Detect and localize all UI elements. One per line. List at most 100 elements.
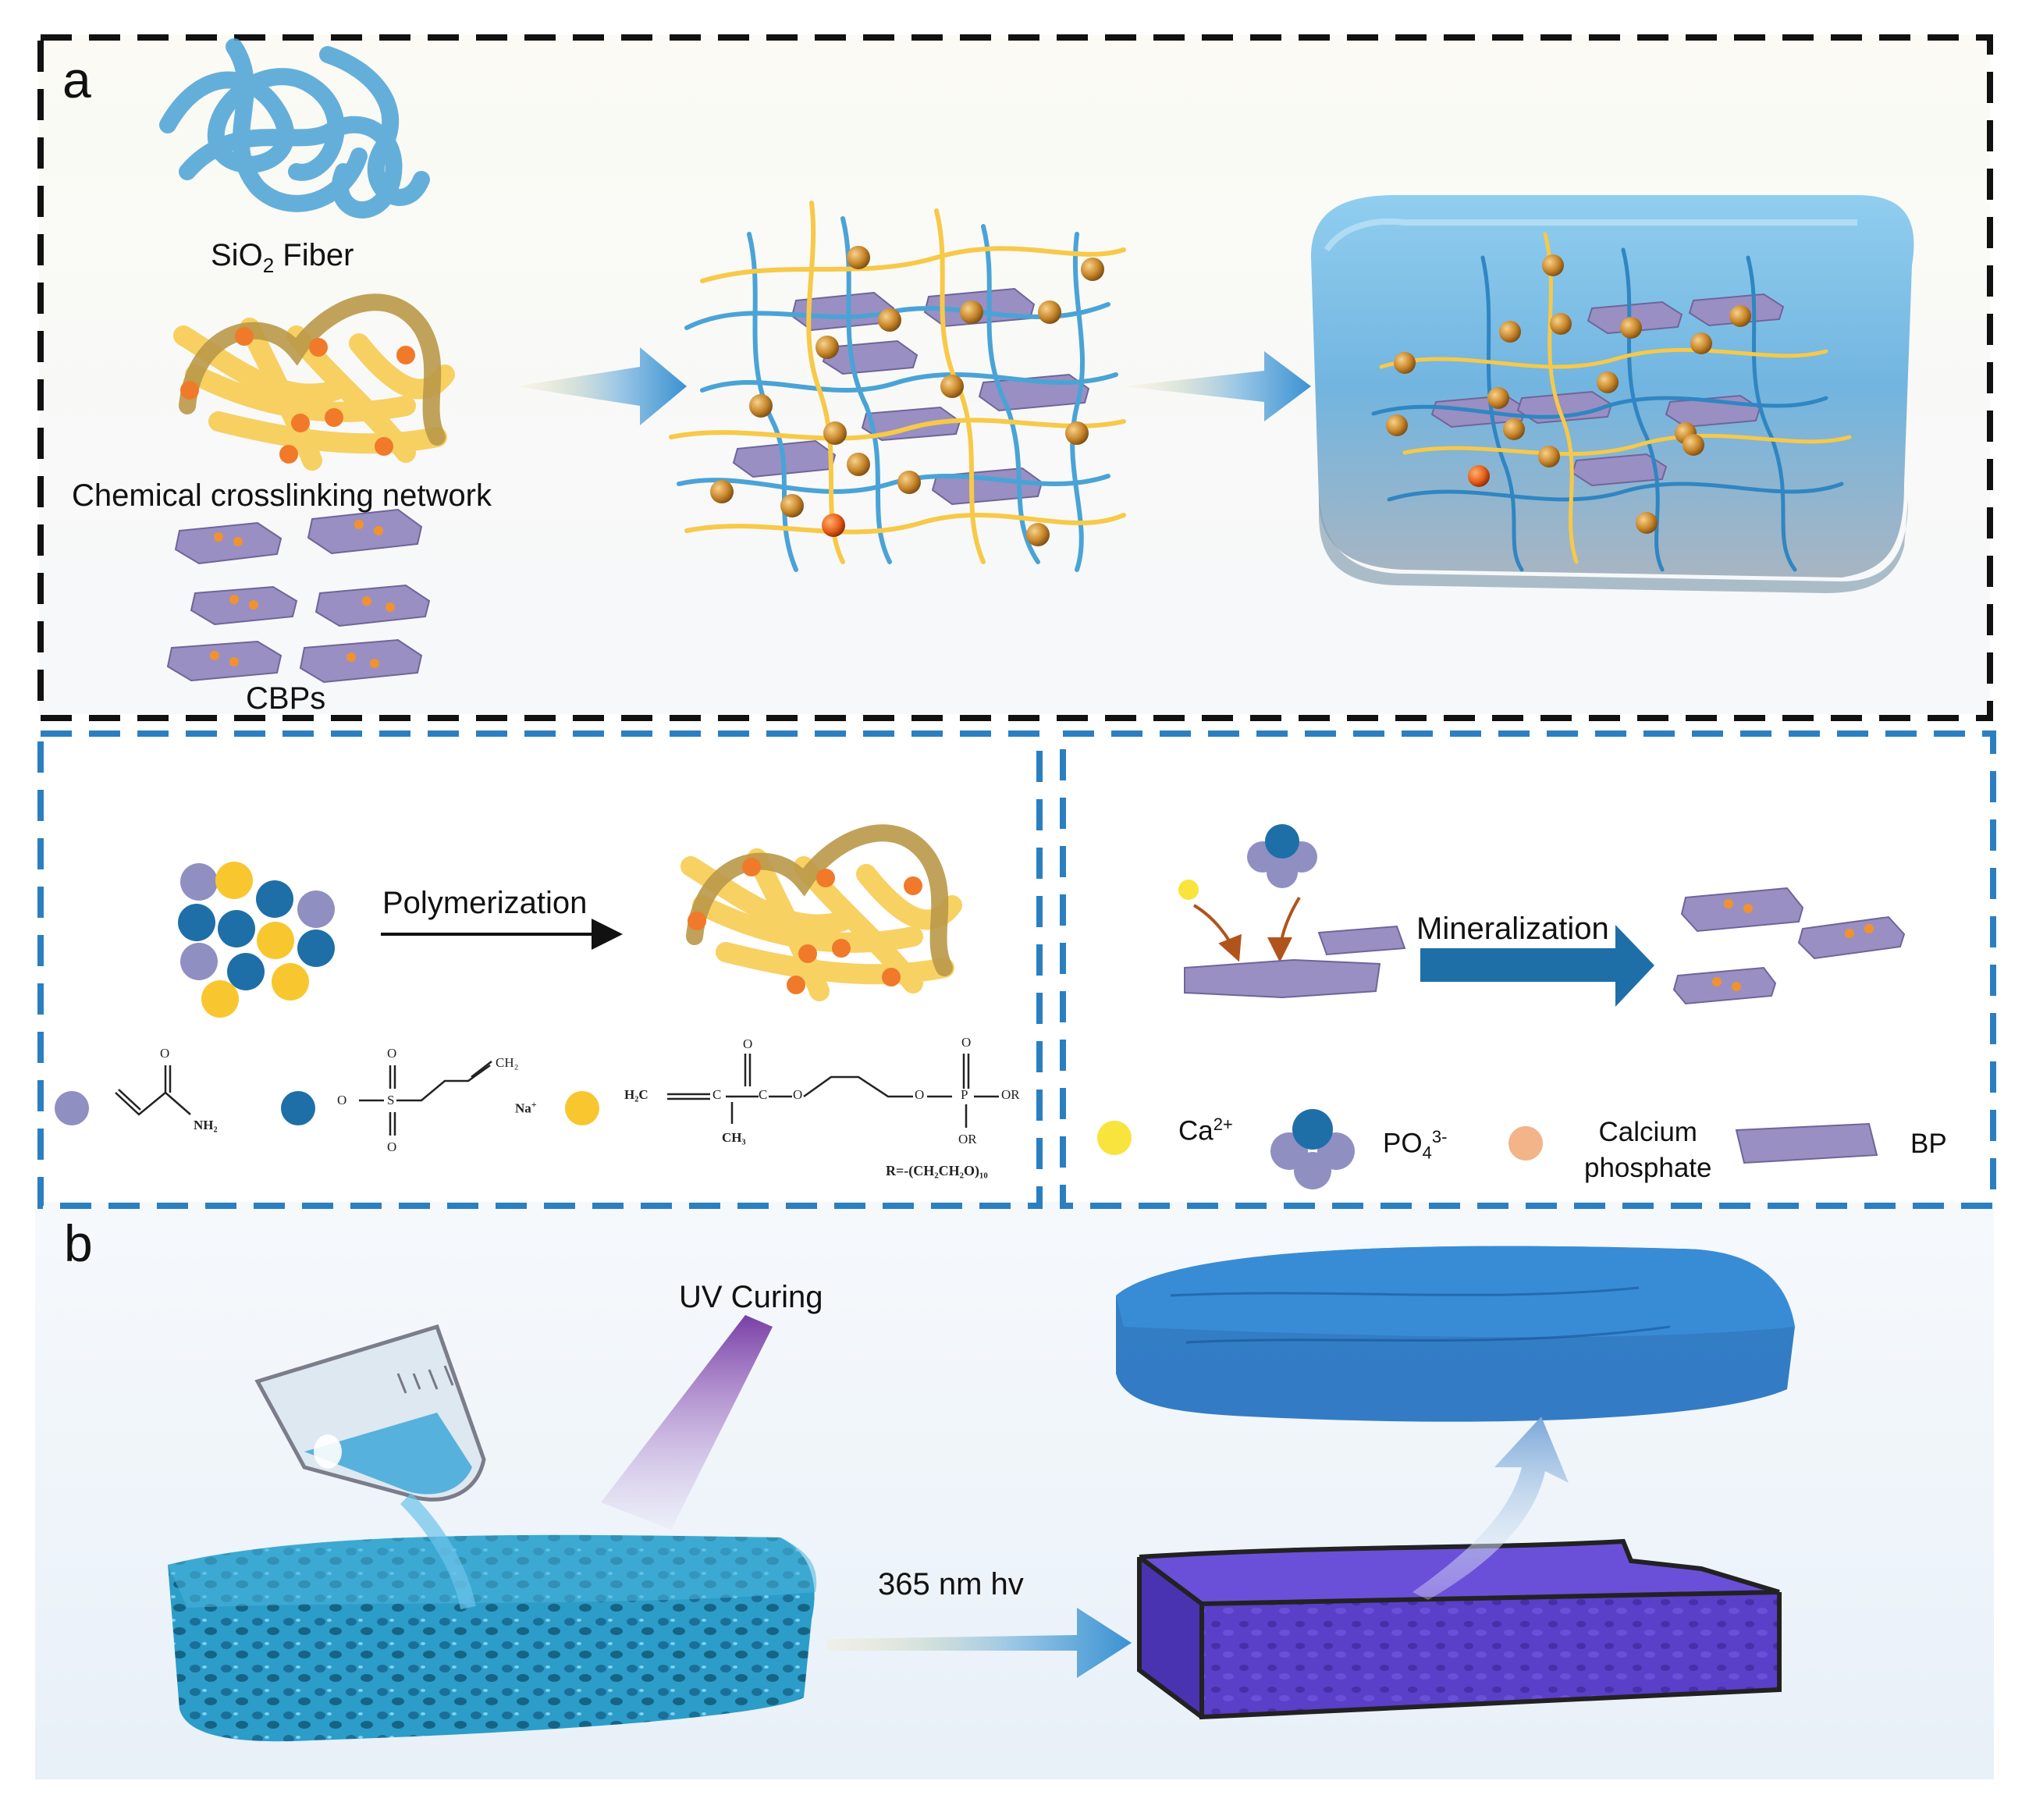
phosphate-r-definition: R=-(CH₂CH₂O)₁₀ bbox=[886, 1163, 988, 1178]
po4-center bbox=[1265, 824, 1299, 858]
phosphate-monomer-marker bbox=[565, 1091, 599, 1125]
phosphate-or2: OR bbox=[958, 1132, 977, 1146]
sio2-subscript: 2 bbox=[262, 254, 275, 277]
sio2-suffix: Fiber bbox=[274, 238, 354, 272]
crosslinking-network-illustration bbox=[173, 293, 455, 471]
monomer-dot bbox=[227, 953, 265, 990]
bp-sheet-large bbox=[1184, 958, 1381, 999]
sulfonate-bonds bbox=[359, 1064, 491, 1136]
phosphate-p-bonds bbox=[962, 1054, 999, 1128]
phosphate-c1: C bbox=[712, 1087, 722, 1102]
polymerization-label: Polymerization bbox=[382, 886, 588, 920]
mineralization-legend bbox=[1097, 1109, 1878, 1189]
po4-approach-arrow bbox=[1267, 896, 1301, 962]
polymer-network-illustration bbox=[680, 824, 962, 1001]
ca-charge: 2+ bbox=[1213, 1114, 1233, 1134]
legend-calcium-phosphate-label: Calcium phosphate bbox=[1584, 1114, 1711, 1186]
monomer-cluster bbox=[178, 862, 335, 1018]
sulfonate-s: S bbox=[387, 1093, 395, 1107]
po4-subscript: 4 bbox=[1422, 1143, 1432, 1163]
legend-po4-center bbox=[1292, 1109, 1333, 1150]
arrow-gelation bbox=[1124, 351, 1311, 421]
monomer-structures bbox=[55, 1054, 999, 1136]
sulfonate-o-top: O bbox=[387, 1046, 397, 1061]
monomer-dot bbox=[215, 862, 253, 899]
po4-symbol: PO bbox=[1383, 1128, 1423, 1159]
cbps-illustration bbox=[166, 508, 431, 684]
crosslinking-network-label: Chemical crosslinking network bbox=[72, 478, 492, 513]
extraction-arrow bbox=[1412, 1417, 1569, 1600]
po4-charge: 3- bbox=[1431, 1127, 1448, 1146]
uv-curing-label: UV Curing bbox=[679, 1280, 823, 1314]
phosphate-c2: C bbox=[759, 1087, 768, 1102]
phosphate-o-p: O bbox=[961, 1035, 972, 1050]
mineralization-label: Mineralization bbox=[1416, 912, 1609, 946]
porous-scaffold bbox=[168, 1534, 817, 1742]
sio2-prefix: SiO bbox=[211, 238, 263, 272]
monomer-dot bbox=[297, 930, 335, 967]
phosphate-bonds-left bbox=[667, 1093, 759, 1124]
sulfonate-na: Na+ bbox=[515, 1099, 537, 1117]
legend-ca-label: Ca2+ bbox=[1178, 1114, 1233, 1147]
panel-a-letter: a bbox=[62, 51, 91, 108]
acrylamide-bonds bbox=[115, 1091, 191, 1116]
legend-po4-lobe bbox=[1294, 1152, 1331, 1189]
calcium-phosphate-line-2: phosphate bbox=[1584, 1153, 1712, 1183]
legend-bp-sheet bbox=[1735, 1122, 1878, 1164]
arrow-uv-curing bbox=[827, 1608, 1132, 1678]
na-symbol: Na bbox=[515, 1100, 531, 1116]
panel-a-frame bbox=[37, 34, 1993, 721]
acrylamide-marker bbox=[55, 1091, 89, 1125]
mineralization-frame bbox=[1060, 730, 1996, 1209]
uv-beam bbox=[601, 1315, 773, 1530]
arrow-combine bbox=[515, 347, 687, 425]
cbps-label: CBPs bbox=[246, 681, 326, 716]
acrylamide-nh2: NH₂ bbox=[194, 1118, 218, 1132]
sulfonate-o-bottom: O bbox=[387, 1139, 397, 1154]
ca-symbol: Ca bbox=[1178, 1115, 1213, 1146]
phosphate-h2c: H₂C bbox=[624, 1087, 648, 1102]
sulfonate-double-bonds bbox=[393, 1061, 492, 1136]
beaker bbox=[254, 1324, 486, 1610]
ca-approach-arrow bbox=[1192, 904, 1242, 962]
sulfonate-marker bbox=[281, 1091, 315, 1125]
mineralization-reactants bbox=[1178, 824, 1406, 999]
composite-network-illustration bbox=[669, 201, 1126, 572]
acrylamide-o: O bbox=[160, 1046, 170, 1061]
bp-sheet-small bbox=[1317, 925, 1406, 956]
sulfonate-ch2: CH₂ bbox=[496, 1055, 519, 1070]
monomer-dot bbox=[180, 863, 218, 901]
calcium-phosphate-line-1: Calcium bbox=[1598, 1117, 1697, 1147]
acrylamide-double-bond bbox=[118, 1089, 141, 1111]
monomer-dot bbox=[256, 880, 293, 918]
phosphate-o-carbonyl: O bbox=[743, 1036, 753, 1051]
legend-bp-label: BP bbox=[1910, 1129, 1947, 1159]
phosphate-carbonyl bbox=[744, 1054, 752, 1086]
polymerization-frame bbox=[37, 730, 1043, 1209]
hydrogel-block-illustration bbox=[1311, 195, 1914, 593]
monomer-dot bbox=[257, 922, 294, 959]
monomer-dot bbox=[201, 980, 239, 1018]
extracted-hydrogel-layer bbox=[1116, 1246, 1795, 1422]
ca-ion bbox=[1178, 880, 1199, 900]
phosphate-or1: OR bbox=[1001, 1087, 1020, 1102]
sio2-fiber-illustration bbox=[159, 38, 430, 219]
monomer-dot bbox=[272, 963, 309, 1001]
monomer-dot bbox=[297, 890, 335, 928]
phosphate-ch3: CH₃ bbox=[722, 1130, 746, 1145]
mineralized-cbps bbox=[1672, 887, 1906, 1005]
monomer-dot bbox=[178, 904, 215, 941]
wavelength-label: 365 nm hv bbox=[878, 1567, 1024, 1601]
panel-b-letter: b bbox=[64, 1214, 93, 1272]
na-charge: + bbox=[531, 1099, 537, 1110]
sulfonate-o-minus: O bbox=[337, 1093, 347, 1107]
acrylamide-carbonyl bbox=[164, 1065, 172, 1093]
monomer-dot bbox=[218, 910, 255, 947]
phosphate-o-ester: O bbox=[793, 1087, 803, 1102]
phosphate-p: P bbox=[961, 1087, 968, 1102]
phosphate-o-link: O bbox=[915, 1087, 925, 1102]
po4-lobe bbox=[1267, 857, 1298, 888]
legend-po4-label: PO43- bbox=[1383, 1127, 1447, 1164]
